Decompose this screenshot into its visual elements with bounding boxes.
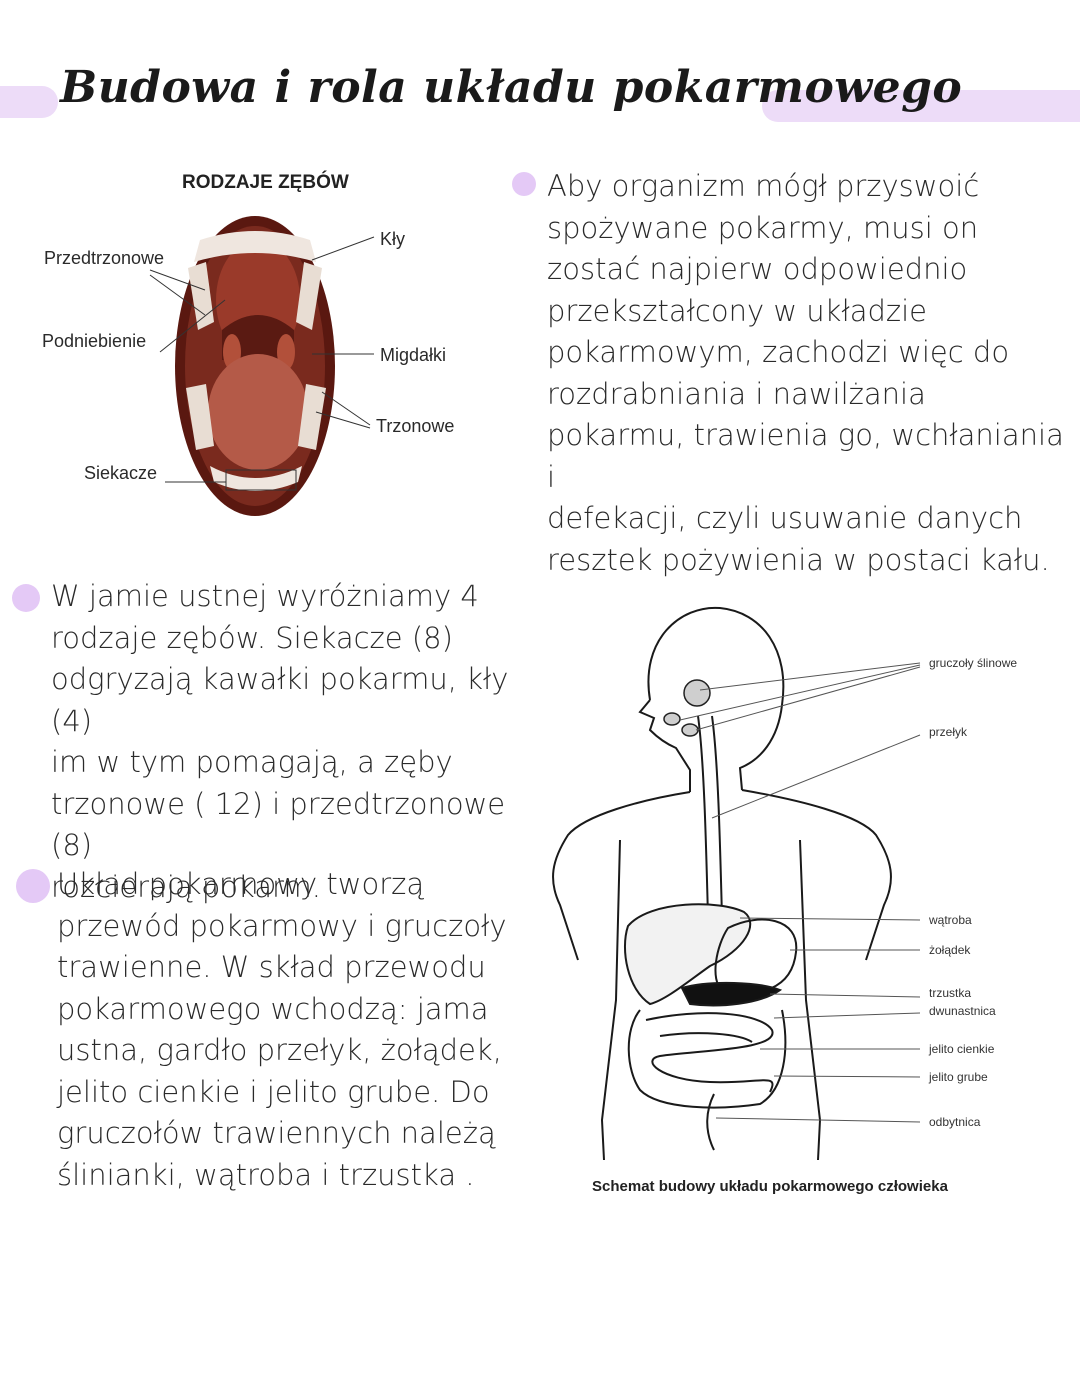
text-line: rodzaje zębów. Siekacze (8) <box>51 620 453 655</box>
text-line: zostać najpierw odpowiednio <box>547 252 968 286</box>
title-band-right <box>762 90 1080 122</box>
label-kly: Kły <box>380 229 406 249</box>
label-gruczoly-slinowe: gruczoły ślinowe <box>929 656 1018 670</box>
bullet-2 <box>12 584 40 612</box>
text-line: przewód pokarmowy i gruczoły <box>57 908 507 943</box>
label-zoladek: żołądek <box>929 943 971 957</box>
label-siekacze: Siekacze <box>84 463 158 483</box>
text-line: rozdrabniania i nawilżania <box>547 376 926 411</box>
text-line: pokarmu, trawienia go, wchłaniania i <box>547 418 1064 494</box>
label-przelyk: przełyk <box>929 725 968 739</box>
text-line: ustna, gardło przełyk, żołądek, <box>57 1033 502 1067</box>
label-odbytnica: odbytnica <box>929 1115 981 1129</box>
text-line: defekacji, czyli usuwanie danych <box>547 501 1023 535</box>
text-line: spożywane pokarmy, musi on <box>547 210 979 245</box>
label-trzonowe: Trzonowe <box>376 416 455 436</box>
title-band-left <box>0 86 58 118</box>
label-przedtrzonowe: Przedtrzonowe <box>44 248 165 268</box>
page-title: Budowa i rola układu pokarmowego <box>60 62 963 113</box>
text-line: trawienne. W skład przewodu <box>57 950 486 984</box>
mouth-illustration <box>149 216 375 516</box>
text-line: im w tym pomagają, a zęby <box>51 745 453 779</box>
paragraph-teeth-types: W jamie ustnej wyróżniamy 4 rodzaje zębó… <box>51 576 531 908</box>
text-line: odgryzają kawałki pokarmu, kły (4) <box>51 662 509 738</box>
label-jelito-cienkie: jelito cienkie <box>929 1042 995 1056</box>
text-line: przekształcony w układzie <box>547 293 928 328</box>
bullet-1 <box>512 172 536 196</box>
text-line: pokarmowym, zachodzi więc do <box>547 335 1010 369</box>
text-line: jelito cienkie i jelito grube. Do <box>57 1074 490 1109</box>
label-watroba: wątroba <box>929 913 972 927</box>
text-line: ślinianki, wątroba i trzustka . <box>57 1157 475 1192</box>
text-line: resztek pożywienia w postaci kału. <box>547 542 1050 577</box>
teeth-figure-title: RODZAJE ZĘBÓW <box>182 172 349 193</box>
paragraph-digestive-system: Układ pokarmowy tworzą przewód pokarmowy… <box>57 864 527 1196</box>
text-line: Aby organizm mógł przyswoić <box>547 169 980 203</box>
figure-caption: Schemat budowy układu pokarmowego człowi… <box>592 1178 948 1195</box>
label-podniebienie: Podniebienie <box>42 331 147 351</box>
text-line: Układ pokarmowy tworzą <box>57 867 425 901</box>
paragraph-digestion-intro: Aby organizm mógł przyswoić spożywane po… <box>547 166 1067 581</box>
label-jelito-grube: jelito grube <box>929 1070 988 1084</box>
text-line: W jamie ustnej wyróżniamy 4 <box>51 579 479 613</box>
bullet-3 <box>16 869 50 903</box>
label-trzustka: trzustka <box>929 986 972 1000</box>
text-line: trzonowe ( 12) i przedtrzonowe (8) <box>51 786 506 863</box>
label-migdalki: Migdałki <box>380 345 447 365</box>
text-line: pokarmowego wchodzą: jama <box>57 991 489 1026</box>
text-line: gruczołów trawiennych należą <box>57 1116 496 1150</box>
label-dwunastnica: dwunastnica <box>929 1004 996 1018</box>
text-line: rozcierają pokarm. <box>51 869 321 904</box>
